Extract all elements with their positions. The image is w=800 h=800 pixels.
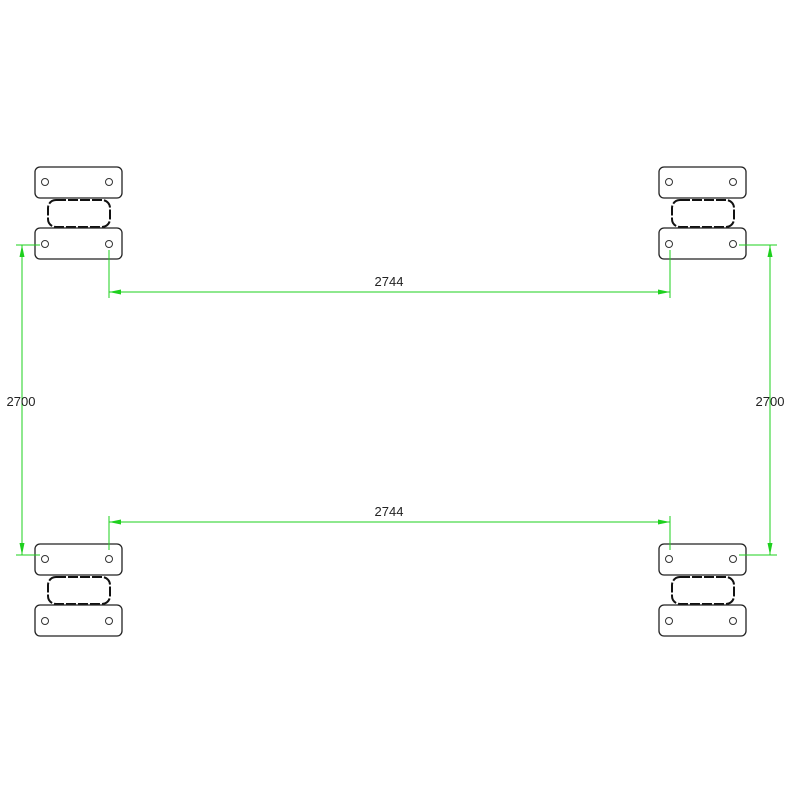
bolt-hole bbox=[105, 617, 113, 625]
bolt-hole bbox=[41, 617, 49, 625]
dimension-label-left: 2700 bbox=[7, 394, 36, 409]
mount-plate-upper bbox=[658, 166, 747, 199]
mount-plate-upper bbox=[34, 166, 123, 199]
mount-plate-lower bbox=[658, 604, 747, 637]
dimension-label-right: 2700 bbox=[756, 394, 785, 409]
bolt-hole bbox=[41, 555, 49, 563]
bolt-hole bbox=[105, 555, 113, 563]
dimension-bottom: 2744 bbox=[108, 504, 671, 550]
mount-bottom-right bbox=[658, 543, 747, 637]
bolt-hole bbox=[665, 240, 673, 248]
dimension-label-bottom: 2744 bbox=[375, 504, 404, 519]
mount-top-left bbox=[34, 166, 123, 260]
dimension-right: 2700 bbox=[739, 244, 785, 556]
bolt-hole bbox=[729, 178, 737, 186]
bolt-hole bbox=[41, 178, 49, 186]
rubber-isolator bbox=[47, 576, 111, 605]
dimension-label-top: 2744 bbox=[375, 274, 404, 289]
mount-bottom-left bbox=[34, 543, 123, 637]
bolt-hole bbox=[729, 555, 737, 563]
dimension-left: 2700 bbox=[7, 244, 40, 556]
dimension-top: 2744 bbox=[108, 250, 671, 298]
rubber-isolator bbox=[671, 199, 735, 228]
mount-plate-lower bbox=[34, 227, 123, 260]
bolt-hole bbox=[729, 617, 737, 625]
rubber-isolator bbox=[47, 199, 111, 228]
rubber-isolator bbox=[671, 576, 735, 605]
bolt-hole bbox=[41, 240, 49, 248]
bolt-hole bbox=[105, 240, 113, 248]
mount-top-right bbox=[658, 166, 747, 260]
bolt-hole bbox=[665, 617, 673, 625]
mount-plate-lower bbox=[658, 227, 747, 260]
bolt-hole bbox=[105, 178, 113, 186]
mount-plate-upper bbox=[34, 543, 123, 576]
mount-plate-lower bbox=[34, 604, 123, 637]
bolt-hole bbox=[665, 178, 673, 186]
bolt-hole bbox=[665, 555, 673, 563]
bolt-hole bbox=[729, 240, 737, 248]
mount-plate-upper bbox=[658, 543, 747, 576]
